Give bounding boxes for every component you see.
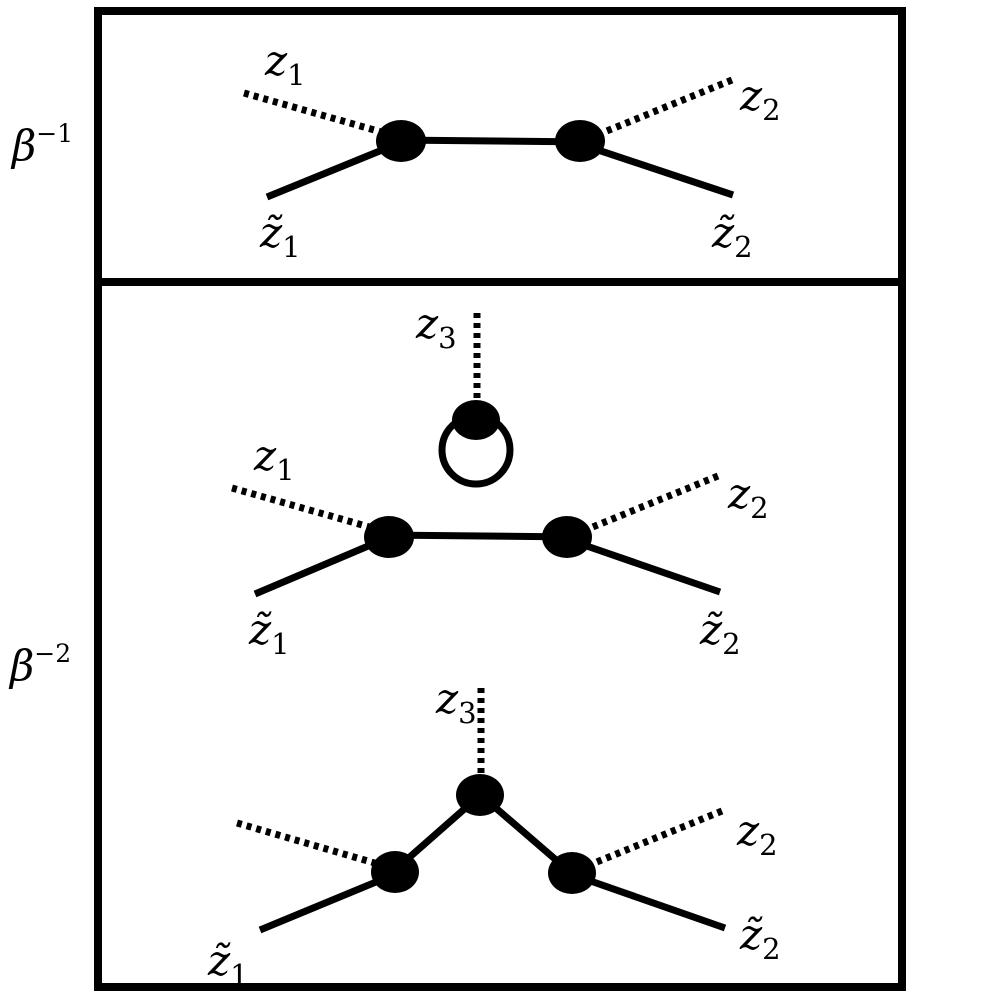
label-z2: z2 — [736, 806, 778, 862]
vertex-left — [376, 120, 426, 162]
vertex-right — [555, 120, 605, 162]
label-zt1: z̃1 — [259, 208, 301, 264]
label-z3: z3 — [435, 674, 477, 730]
dotted-leg-z2 — [580, 807, 724, 872]
label-z2: z2 — [739, 71, 781, 127]
label-zt1: z̃1 — [207, 936, 249, 992]
vertex-top — [456, 774, 504, 816]
label-z3: z3 — [415, 299, 457, 355]
vertex-right — [548, 852, 596, 894]
dotted-leg-z1 — [231, 484, 381, 534]
solid-leg-zt1 — [253, 537, 382, 598]
solid-leg-zt1 — [265, 142, 394, 201]
label-z2: z2 — [727, 469, 769, 525]
dotted-leg-z1 — [243, 89, 393, 139]
label-zt2: z̃2 — [699, 605, 741, 661]
label-z1: z1 — [253, 431, 295, 487]
solid-leg-zt2 — [580, 874, 727, 932]
diagram-tree-level: z1 z2 z̃1 z̃2 — [243, 36, 781, 264]
diagram-three-vertex: z3 z2 z̃1 z̃2 — [207, 674, 781, 992]
vertex-left — [371, 851, 419, 893]
tadpole-vertex — [452, 400, 500, 440]
solid-leg-zt2 — [590, 144, 735, 199]
beta-inverse-one-frame — [94, 7, 906, 286]
order-label-beta-minus-one: β−1 — [10, 119, 73, 170]
label-zt1: z̃1 — [248, 605, 290, 661]
label-zt2: z̃2 — [711, 208, 753, 264]
beta-inverse-two-frame — [94, 278, 906, 991]
diagram-tadpole: z3 — [415, 299, 514, 488]
vertex-right — [542, 516, 592, 558]
label-z1: z1 — [264, 36, 306, 92]
diagram-propagator-second: z1 z2 z̃1 z̃2 — [231, 431, 769, 661]
dotted-leg-z1 — [236, 819, 386, 870]
dotted-leg-z2 — [590, 76, 734, 141]
solid-leg-zt1 — [258, 873, 390, 934]
order-label-beta-minus-two: β−2 — [8, 639, 71, 690]
vertex-left — [364, 516, 414, 558]
label-zt2: z̃2 — [739, 910, 781, 966]
solid-leg-zt2 — [576, 539, 722, 596]
dotted-leg-z2 — [576, 472, 720, 537]
